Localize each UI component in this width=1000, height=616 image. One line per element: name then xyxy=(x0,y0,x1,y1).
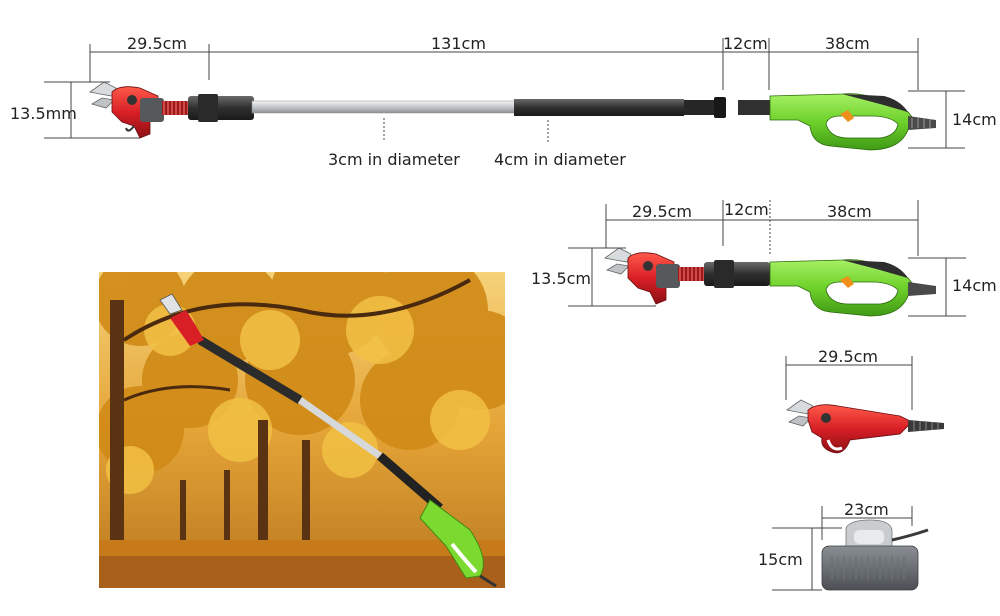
short-head-length-label: 29.5cm xyxy=(632,202,693,221)
battery-box-dimension-lines xyxy=(772,506,913,591)
long-pruner-thin-pole xyxy=(251,100,517,114)
long-head-height-label: 13.5mm xyxy=(10,104,77,123)
long-head-length-label: 29.5cm xyxy=(127,34,188,53)
shear-head-drawing xyxy=(786,399,944,454)
short-joint-length-label: 12cm xyxy=(724,200,769,219)
long-joint-length-label: 12cm xyxy=(723,34,768,53)
short-pruner-dimension-lines xyxy=(568,200,966,317)
short-pruner-drawing xyxy=(604,247,936,317)
shear-head-length-label: 29.5cm xyxy=(818,347,879,366)
long-pole-pruner-drawing xyxy=(89,81,936,151)
battery-height-label: 15cm xyxy=(758,550,803,569)
battery-box-drawing xyxy=(821,519,929,591)
long-handle-length-label: 38cm xyxy=(825,34,870,53)
battery-width-label: 23cm xyxy=(844,500,889,519)
thick-pole-diameter-label: 4cm in diameter xyxy=(494,150,626,169)
long-pruner-green-handle xyxy=(769,93,936,151)
short-handle-height-label: 14cm xyxy=(952,276,997,295)
long-pruner-spring xyxy=(162,101,190,115)
short-handle-length-label: 38cm xyxy=(827,202,872,221)
autumn-forest-photo xyxy=(99,272,505,588)
long-handle-height-label: 14cm xyxy=(952,110,997,129)
short-head-height-label: 13.5cm xyxy=(531,269,592,288)
long-pole-length-label: 131cm xyxy=(431,34,486,53)
long-pruner-thick-pole xyxy=(514,99,684,116)
shear-head-dimension-lines xyxy=(785,356,913,410)
long-pruner-dimension-lines xyxy=(44,38,965,149)
photo-pole-pruner xyxy=(159,293,497,588)
thin-pole-diameter-label: 3cm in diameter xyxy=(328,150,460,169)
